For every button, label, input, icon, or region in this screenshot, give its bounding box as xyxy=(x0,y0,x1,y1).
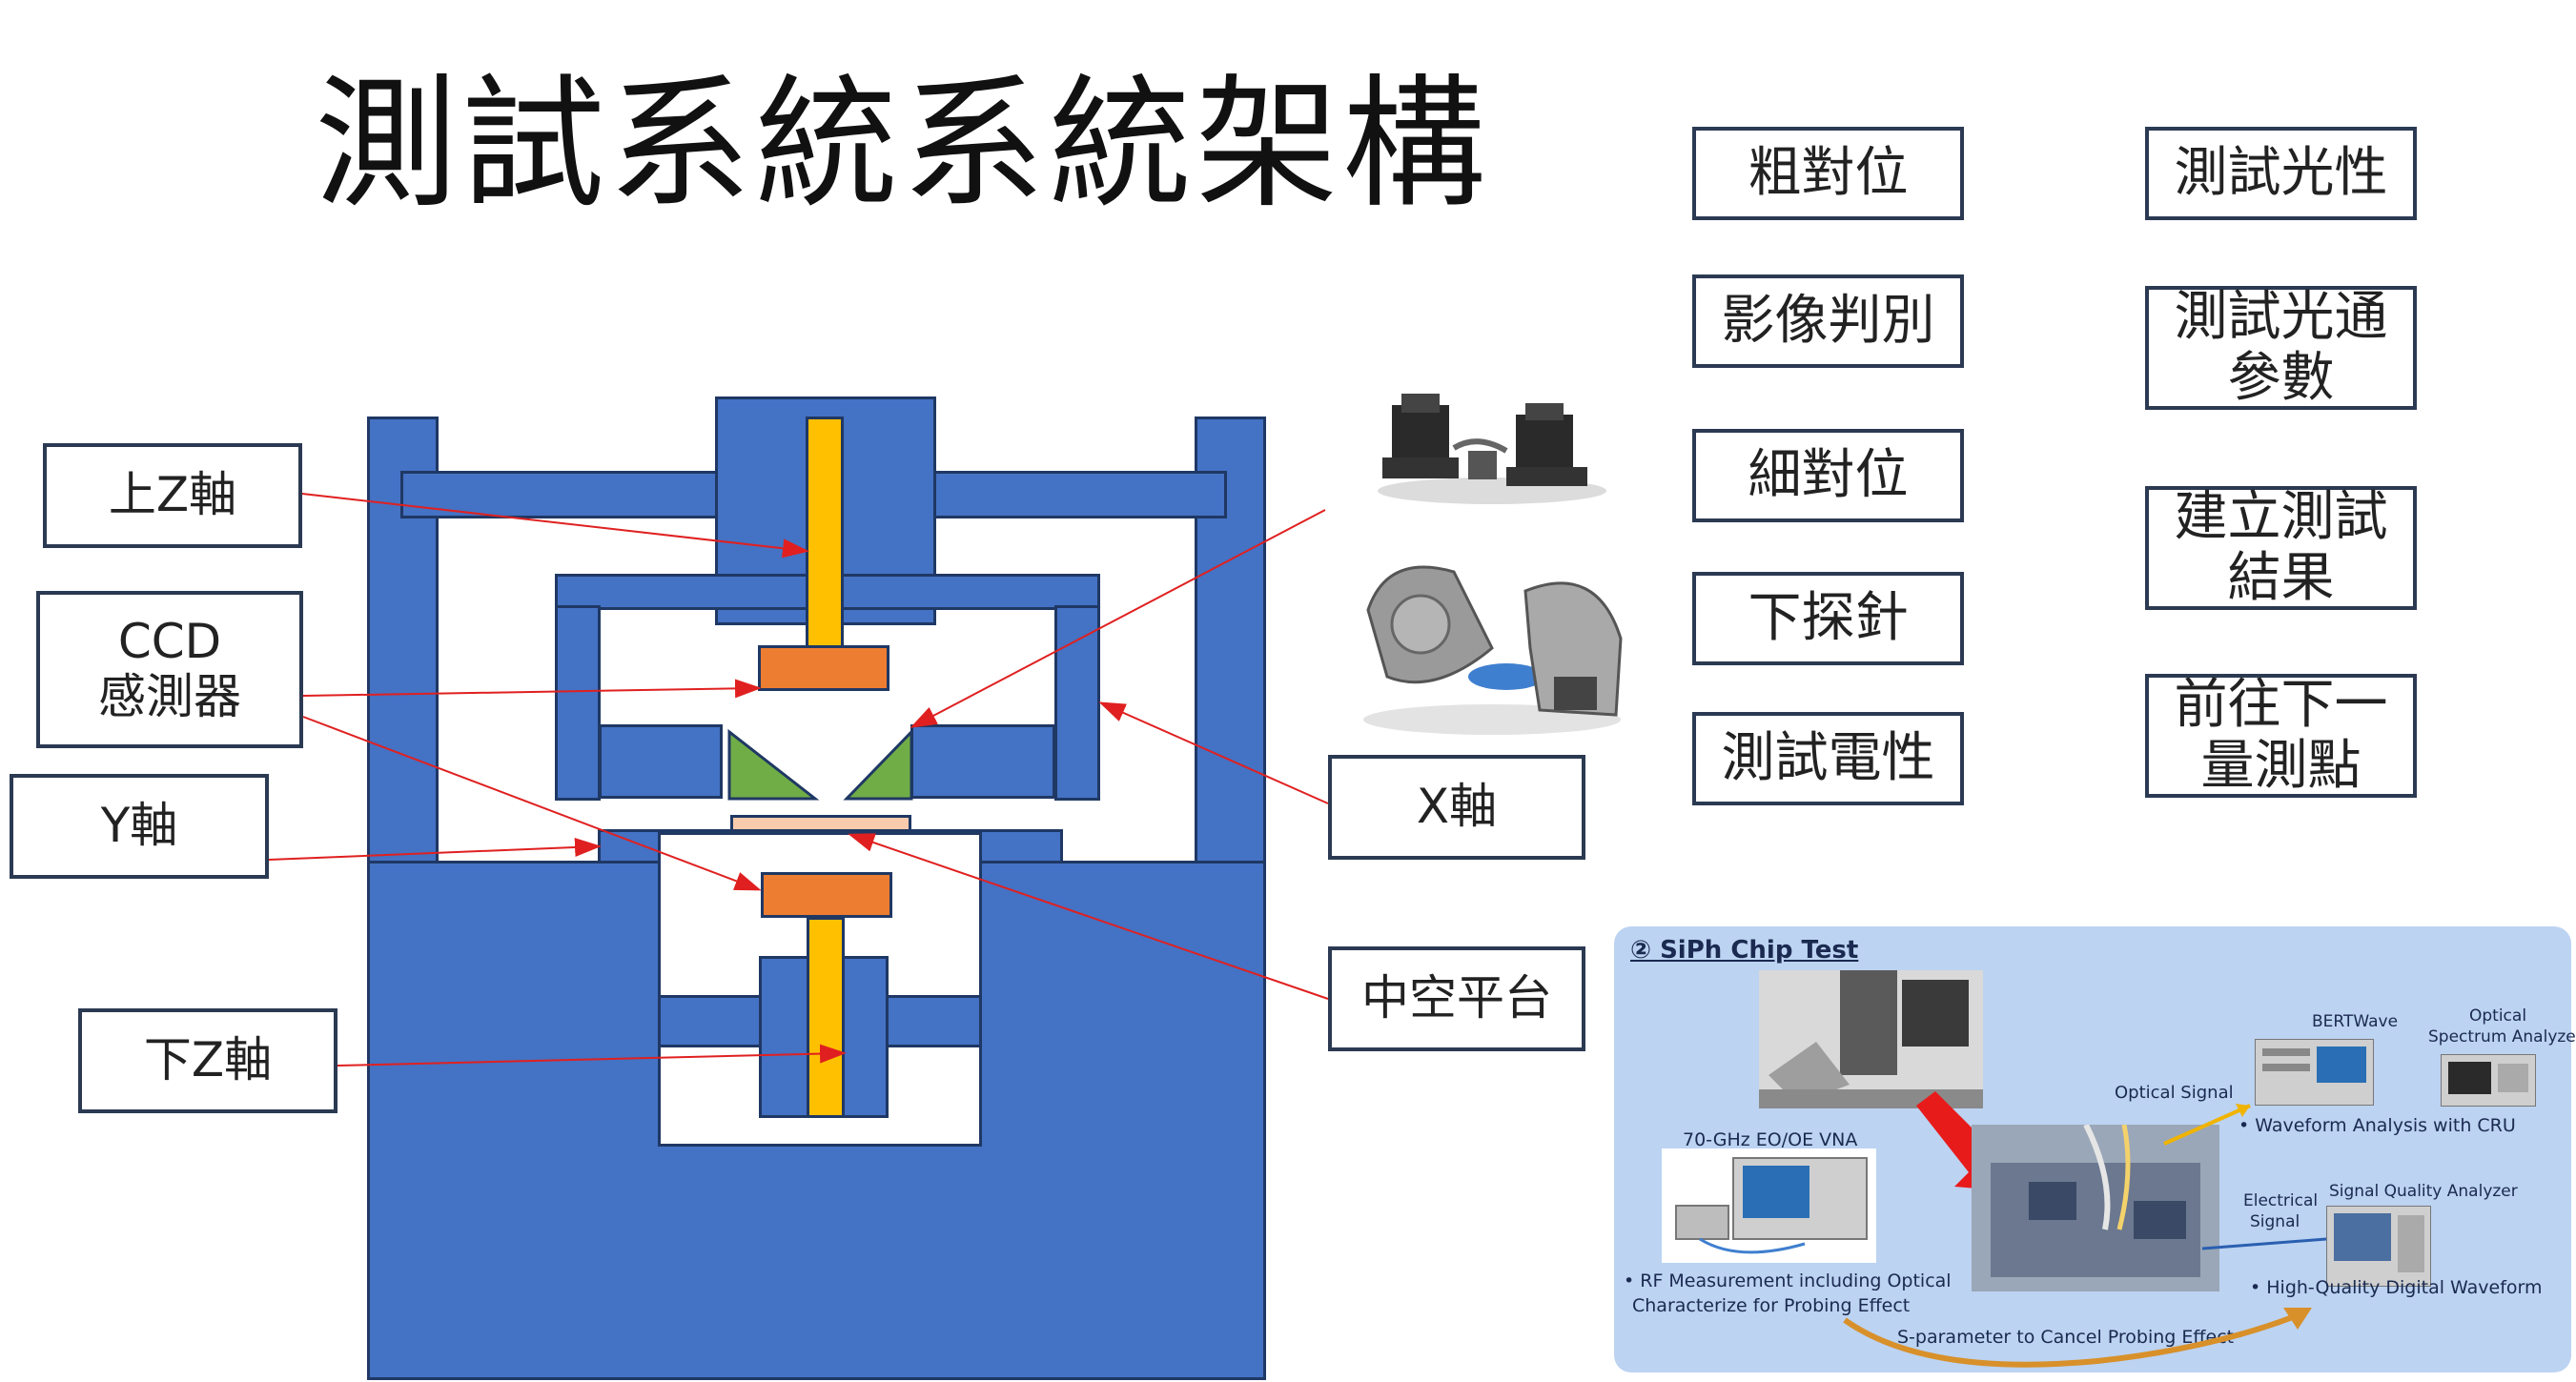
vna-instrument xyxy=(1662,1148,1876,1263)
label-y-axis: Y軸 xyxy=(10,774,269,879)
rf-measurement-line1: • RF Measurement including Optical xyxy=(1624,1270,1952,1291)
pointer-ccd-lower xyxy=(302,716,762,891)
flow-step-image-recognition: 影像判別 xyxy=(1692,274,1964,368)
label-x-axis-text: X軸 xyxy=(1416,779,1498,835)
pointer-ccd-upper xyxy=(302,679,762,699)
s-parameter-arrowhead xyxy=(2283,1308,2312,1330)
inner-frame-left xyxy=(555,605,601,801)
probe-tip-right xyxy=(843,728,913,801)
flow-step-fine-align: 細對位 xyxy=(1692,429,1964,522)
signal-quality-analyzer-instrument xyxy=(2326,1206,2431,1287)
bertwave-instrument xyxy=(2255,1039,2374,1106)
lower-ccd-sensor xyxy=(761,872,892,918)
label-upper-z-axis: 上Z軸 xyxy=(43,443,302,548)
pointer-x-axis xyxy=(1098,701,1329,804)
electrical-signal-line2: Signal xyxy=(2250,1212,2300,1231)
optical-signal-label: Optical Signal xyxy=(2115,1083,2234,1103)
flow-step-next-point-line2: 量測點 xyxy=(2200,735,2361,797)
osa-instrument xyxy=(2441,1054,2536,1107)
bertwave-label: BERTWave xyxy=(2312,1012,2399,1031)
label-upper-z-text: 上Z軸 xyxy=(108,467,237,523)
label-ccd-line1: CCD xyxy=(117,614,222,669)
pointer-lower-z xyxy=(337,1044,847,1067)
hollow-platform-plate xyxy=(730,815,911,832)
flow-step-build-results-line1: 建立測試 xyxy=(2174,485,2388,548)
flow-step-electrical-test: 測試電性 xyxy=(1692,712,1964,805)
probe-station-photo xyxy=(1759,970,1983,1108)
flow-step-probe-down-text: 下探針 xyxy=(1748,586,1909,649)
label-hollow-platform-text: 中空平台 xyxy=(1361,970,1552,1026)
flow-step-build-results-line2: 結果 xyxy=(2227,547,2335,609)
flow-step-optical-params: 測試光通 參數 xyxy=(2145,286,2417,410)
label-y-axis-text: Y軸 xyxy=(100,798,178,854)
flow-step-optical-test: 測試光性 xyxy=(2145,127,2417,220)
pointer-hollow-platform xyxy=(848,833,1329,1000)
label-ccd-sensor: CCD 感測器 xyxy=(36,591,303,748)
pointer-y-axis xyxy=(268,837,602,861)
electrical-signal-line xyxy=(2201,1237,2327,1250)
flow-step-image-recognition-text: 影像判別 xyxy=(1721,289,1935,352)
flow-step-next-point-line1: 前往下一 xyxy=(2174,673,2388,736)
flow-step-build-results: 建立測試 結果 xyxy=(2145,486,2417,610)
label-ccd-line2: 感測器 xyxy=(98,668,241,724)
flow-step-coarse-align-text: 粗對位 xyxy=(1748,141,1909,204)
flow-step-optical-params-line1: 測試光通 xyxy=(2174,285,2388,348)
x-axis-arm-right xyxy=(910,724,1055,799)
flow-step-fine-align-text: 細對位 xyxy=(1748,443,1909,506)
positioner-photo-2 xyxy=(1363,565,1623,735)
signal-quality-analyzer-label: Signal Quality Analyzer xyxy=(2329,1182,2518,1201)
label-x-axis: X軸 xyxy=(1328,755,1585,860)
label-lower-z-axis: 下Z軸 xyxy=(78,1008,337,1113)
flow-step-electrical-test-text: 測試電性 xyxy=(1721,726,1935,789)
high-quality-waveform-text: • High-Quality Digital Waveform xyxy=(2250,1277,2543,1298)
pointer-positioner-photo xyxy=(910,509,1326,728)
label-hollow-platform: 中空平台 xyxy=(1328,946,1585,1051)
flow-step-probe-down: 下探針 xyxy=(1692,572,1964,665)
waveform-analysis-text: • Waveform Analysis with CRU xyxy=(2239,1115,2516,1136)
s-parameter-curve xyxy=(1843,1312,2300,1368)
vna-label: 70-GHz EO/OE VNA xyxy=(1683,1129,1858,1150)
chip-under-test-photo xyxy=(1972,1125,2219,1291)
positioner-photo-1 xyxy=(1378,394,1606,504)
probe-tip-left xyxy=(727,728,820,801)
optical-signal-arrowhead xyxy=(2236,1104,2250,1117)
upper-ccd-sensor xyxy=(758,645,889,691)
optical-signal-line xyxy=(2163,1104,2251,1146)
pointer-upper-z xyxy=(301,493,809,559)
siph-panel-title: ② SiPh Chip Test xyxy=(1630,936,1859,965)
flow-step-next-point: 前往下一 量測點 xyxy=(2145,674,2417,798)
rf-measurement-line2: Characterize for Probing Effect xyxy=(1632,1295,1911,1316)
flow-step-optical-test-text: 測試光性 xyxy=(2174,141,2388,204)
electrical-signal-line1: Electrical xyxy=(2243,1191,2319,1210)
flow-step-optical-params-line2: 參數 xyxy=(2227,347,2335,409)
x-axis-arm-left xyxy=(599,724,723,799)
osa-label-line1: Optical xyxy=(2469,1006,2527,1026)
osa-label-line2: Spectrum Analyzer xyxy=(2428,1027,2576,1047)
label-lower-z-text: 下Z軸 xyxy=(143,1032,273,1088)
s-parameter-text: S-parameter to Cancel Probing Effect xyxy=(1897,1327,2235,1348)
upper-z-shaft xyxy=(806,417,844,648)
flow-step-coarse-align: 粗對位 xyxy=(1692,127,1964,220)
lower-z-shaft xyxy=(807,917,845,1118)
page-title: 測試系統系統架構 xyxy=(315,62,1490,228)
